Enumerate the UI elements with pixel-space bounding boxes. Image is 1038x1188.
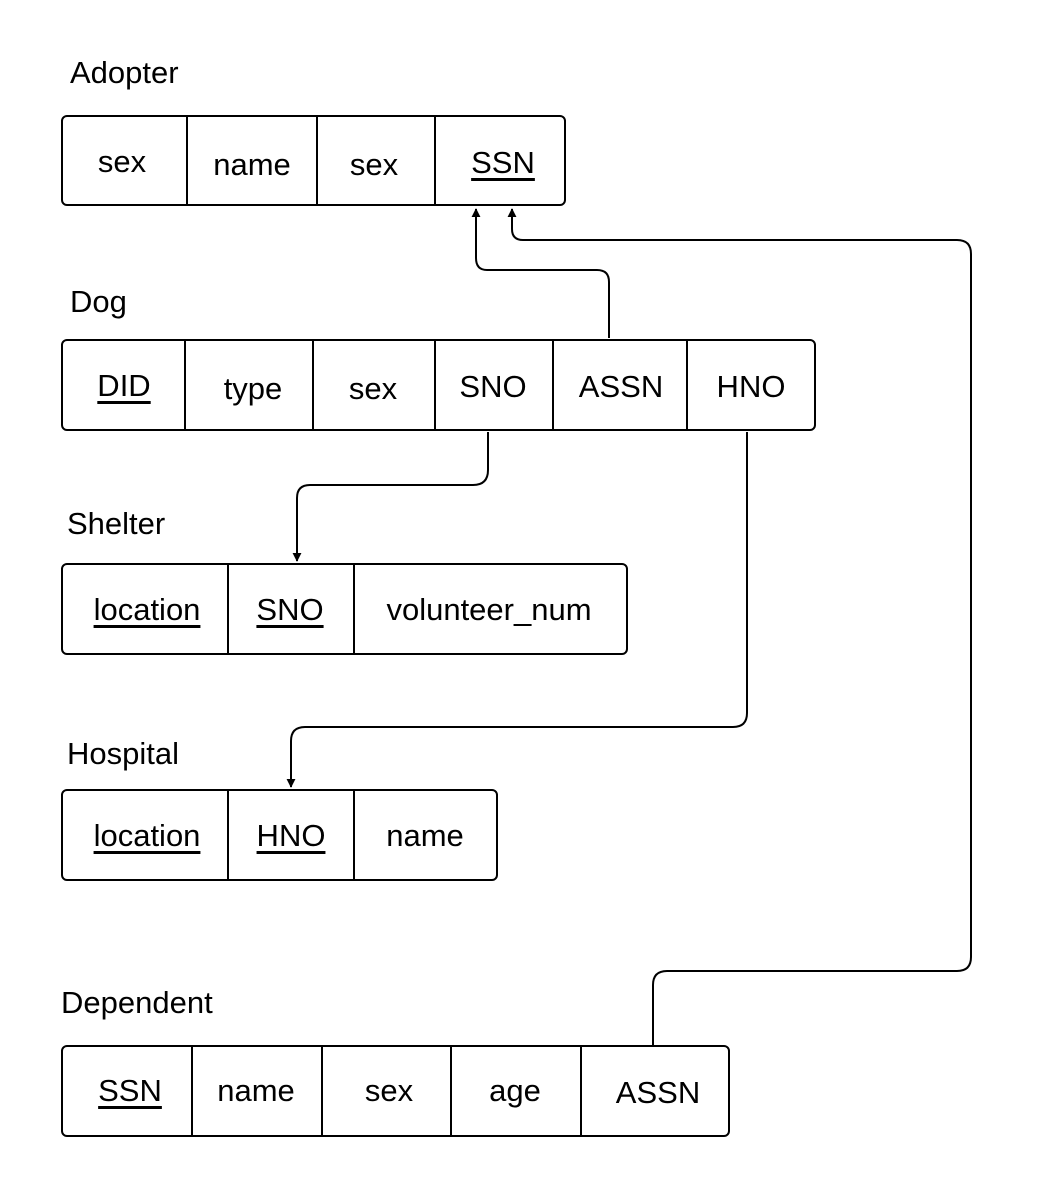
hospital-column-location: location: [63, 791, 227, 879]
fk-arrow-dog-assn-to-adopter-ssn: [471, 208, 610, 338]
adopter-column-sex-2: sex: [316, 117, 434, 204]
dog-table: DID type sex SNO ASSN HNO: [61, 339, 816, 431]
hospital-column-name: name: [353, 791, 496, 879]
column-label: sex: [349, 147, 399, 182]
dog-column-did: DID: [63, 341, 184, 429]
dependent-column-age: age: [450, 1047, 580, 1135]
dependent-column-ssn: SSN: [63, 1047, 191, 1135]
hospital-column-hno: HNO: [227, 791, 353, 879]
column-label: age: [489, 1073, 541, 1108]
column-label: type: [223, 371, 283, 406]
dependent-column-sex: sex: [321, 1047, 450, 1135]
column-label: SSN: [98, 1073, 162, 1108]
column-label: sex: [364, 1073, 414, 1108]
column-label: location: [93, 592, 201, 627]
adopter-column-ssn: SSN: [434, 117, 564, 204]
column-label: name: [386, 818, 464, 853]
hospital-table: location HNO name: [61, 789, 498, 881]
column-label: ASSN: [615, 1075, 701, 1110]
dependent-column-name: name: [191, 1047, 321, 1135]
shelter-column-volunteer-num: volunteer_num: [353, 565, 626, 653]
dog-column-type: type: [184, 341, 312, 429]
column-label: SNO: [459, 369, 527, 404]
column-label: sex: [348, 371, 398, 406]
column-label: HNO: [716, 369, 786, 404]
dog-column-sno: SNO: [434, 341, 552, 429]
column-label: name: [213, 147, 291, 182]
adopter-table-title: Adopter: [70, 55, 179, 90]
dog-column-hno: HNO: [686, 341, 814, 429]
column-label: ASSN: [578, 369, 664, 404]
fk-arrow-dog-sno-to-shelter-sno: [292, 432, 489, 562]
column-label: SNO: [256, 592, 324, 627]
shelter-table: location SNO volunteer_num: [61, 563, 628, 655]
column-label: location: [93, 818, 201, 853]
column-label: SSN: [471, 145, 535, 180]
adopter-column-name: name: [186, 117, 316, 204]
column-label: name: [217, 1073, 295, 1108]
dependent-table-title: Dependent: [61, 985, 213, 1020]
dog-column-assn: ASSN: [552, 341, 686, 429]
adopter-table: sex name sex SSN: [61, 115, 566, 206]
adopter-column-sex: sex: [63, 117, 186, 204]
dog-column-sex: sex: [312, 341, 434, 429]
column-label: DID: [97, 368, 151, 403]
dependent-table: SSN name sex age ASSN: [61, 1045, 730, 1137]
dependent-column-assn: ASSN: [580, 1047, 728, 1135]
column-label: sex: [97, 144, 147, 179]
shelter-table-title: Shelter: [67, 506, 166, 541]
shelter-column-sno: SNO: [227, 565, 353, 653]
column-label: volunteer_num: [386, 592, 592, 627]
dog-table-title: Dog: [70, 284, 127, 319]
shelter-column-location: location: [63, 565, 227, 653]
column-label: HNO: [256, 818, 326, 853]
hospital-table-title: Hospital: [67, 736, 179, 771]
